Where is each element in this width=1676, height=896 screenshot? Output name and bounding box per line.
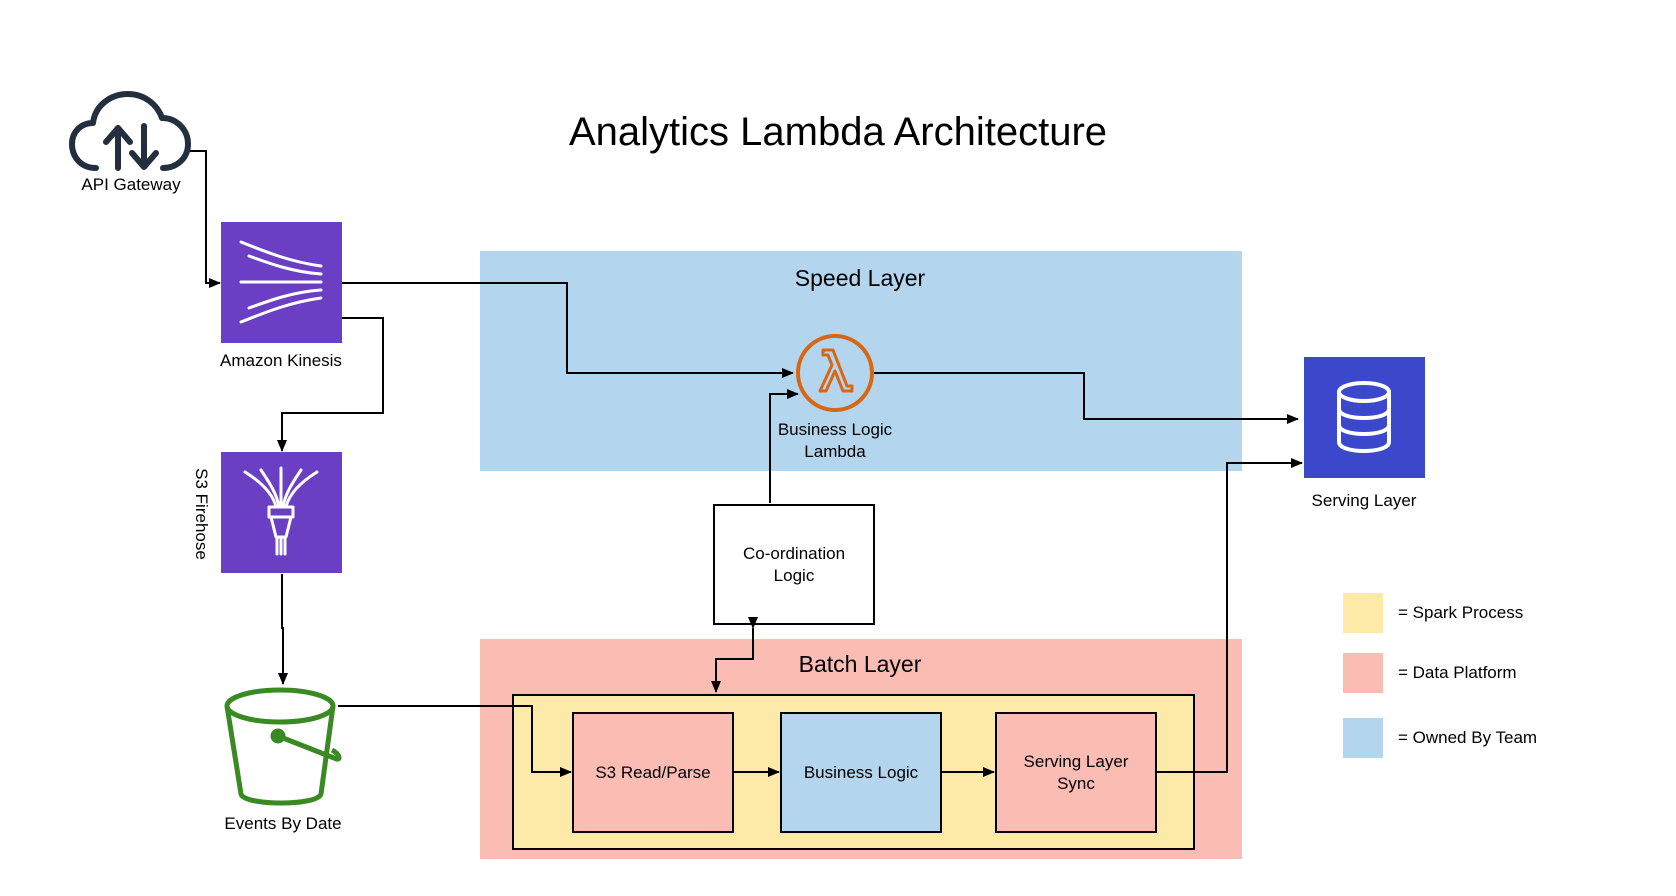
serving-layer-sync-box[interactable]: Serving Layer Sync xyxy=(995,712,1157,833)
edge-coordination-to-lambda xyxy=(769,389,799,503)
lambda-label-line1: Business Logic xyxy=(777,420,893,439)
events-by-date-label: Events By Date xyxy=(224,814,342,833)
database-icon[interactable] xyxy=(1304,357,1425,478)
lambda-icon[interactable] xyxy=(795,333,875,413)
legend-label-data-platform: = Data Platform xyxy=(1398,663,1517,682)
edge-lambda-to-serving xyxy=(874,372,1299,424)
business-logic-box[interactable]: Business Logic xyxy=(780,712,942,833)
api-gateway-label: API Gateway xyxy=(81,175,181,194)
edge-kinesis-to-lambda xyxy=(342,282,794,378)
business-logic-label: Business Logic xyxy=(803,762,919,782)
s3-bucket-icon[interactable] xyxy=(222,684,344,808)
diagram-title: Analytics Lambda Architecture xyxy=(568,110,1108,154)
coordination-logic-box[interactable]: Co-ordination Logic xyxy=(713,504,875,625)
edge-coordination-batch xyxy=(711,617,758,693)
firehose-icon[interactable] xyxy=(221,452,342,573)
legend-label-owned-by-team: = Owned By Team xyxy=(1398,728,1538,747)
speed-layer-title: Speed Layer xyxy=(794,265,926,291)
batch-layer-title: Batch Layer xyxy=(798,651,922,677)
kinesis-label: Amazon Kinesis xyxy=(220,351,342,370)
cloud-upload-download-icon[interactable] xyxy=(68,90,194,172)
lambda-label-line2: Lambda xyxy=(804,442,866,461)
coordination-label-line1: Co-ordination xyxy=(742,543,846,563)
serving-sync-label-line1: Serving Layer xyxy=(1023,751,1129,771)
edge-kinesis-to-firehose xyxy=(277,317,384,452)
serving-sync-label-line2: Sync xyxy=(1057,773,1095,793)
s3-read-parse-label: S3 Read/Parse xyxy=(595,762,711,782)
edge-firehose-to-bucket xyxy=(278,574,288,685)
speed-layer-region xyxy=(480,251,1242,471)
legend-swatch-owned-by-team xyxy=(1343,718,1383,758)
edge-api-to-kinesis xyxy=(190,150,221,288)
legend-label-spark: = Spark Process xyxy=(1398,603,1524,622)
s3-read-parse-box[interactable]: S3 Read/Parse xyxy=(572,712,734,833)
coordination-label-line2: Logic xyxy=(773,565,815,585)
edge-bucket-to-s3read xyxy=(338,705,572,777)
firehose-label: S3 Firehose xyxy=(192,468,211,560)
edge-sync-to-serving xyxy=(1157,458,1303,773)
legend-swatch-data-platform xyxy=(1343,653,1383,693)
kinesis-streams-icon[interactable] xyxy=(221,222,342,343)
serving-layer-label: Serving Layer xyxy=(1311,491,1417,510)
legend-swatch-spark xyxy=(1343,593,1383,633)
